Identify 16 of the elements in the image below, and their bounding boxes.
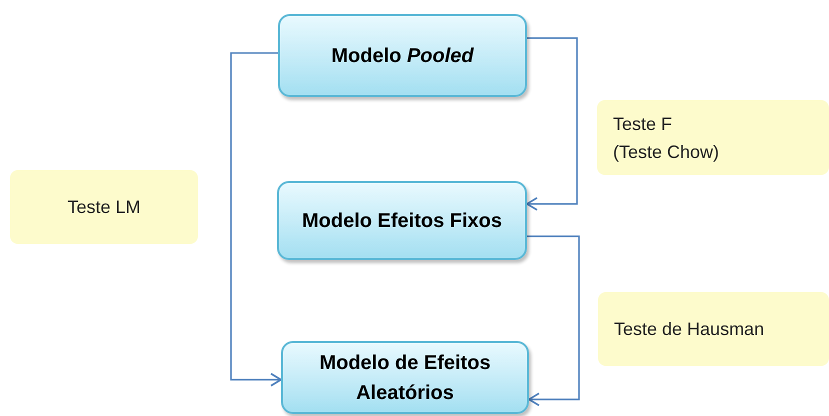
test-name: Teste F bbox=[613, 112, 672, 136]
model-name: Modelo Pooled bbox=[331, 44, 474, 68]
test-label-box bbox=[598, 292, 829, 366]
test-name: Teste LM bbox=[67, 196, 141, 219]
connector-arrow bbox=[527, 236, 580, 406]
connector-arrow bbox=[526, 37, 578, 211]
test-name: (Teste Chow) bbox=[613, 140, 720, 164]
model-box bbox=[278, 14, 527, 97]
test-label-box bbox=[10, 170, 198, 244]
model-box bbox=[281, 341, 529, 414]
test-label-box bbox=[597, 100, 829, 175]
model-name: Modelo Efeitos Fixos bbox=[302, 208, 502, 234]
model-name: Modelo de Efeitos Aleatórios bbox=[318, 350, 492, 406]
test-name: Teste de Hausman bbox=[614, 318, 764, 341]
connector-arrow bbox=[230, 52, 282, 387]
model-box bbox=[277, 181, 527, 260]
